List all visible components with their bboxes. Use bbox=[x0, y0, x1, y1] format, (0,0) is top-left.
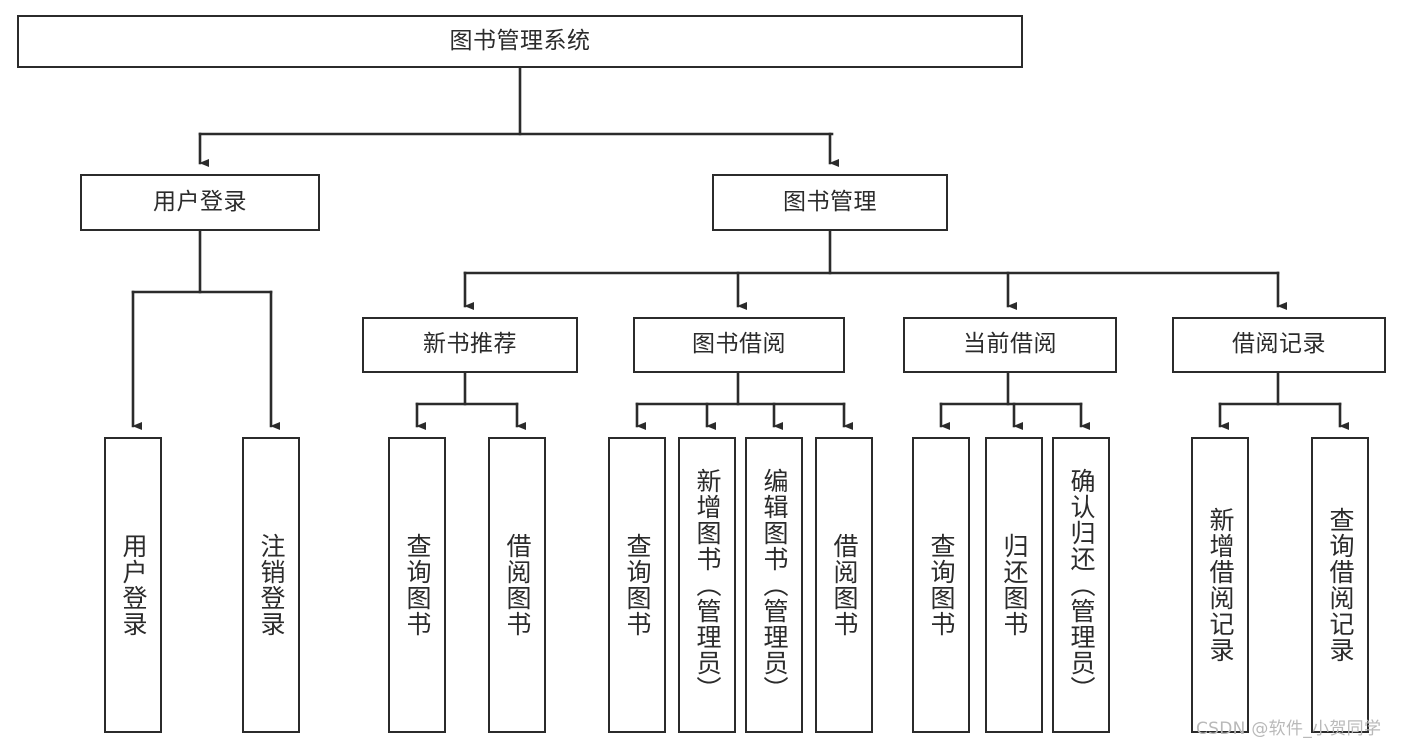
node-leaf-query-book-1-label: 查询图书 bbox=[403, 533, 432, 637]
node-borrow-record-label: 借阅记录 bbox=[1232, 331, 1326, 358]
node-leaf-edit-book-label: 编辑图书（管理员） bbox=[760, 468, 789, 702]
node-leaf-return-book[interactable]: 归还图书 bbox=[985, 437, 1043, 733]
node-leaf-query-record-label: 查询借阅记录 bbox=[1326, 507, 1355, 663]
node-leaf-borrow-book-1-label: 借阅图书 bbox=[503, 533, 532, 637]
watermark-credit: CSDN @软件_小贺同学 bbox=[1196, 719, 1382, 739]
node-book-borrow[interactable]: 图书借阅 bbox=[633, 317, 845, 373]
node-leaf-confirm-return[interactable]: 确认归还（管理员） bbox=[1052, 437, 1110, 733]
node-leaf-edit-book[interactable]: 编辑图书（管理员） bbox=[745, 437, 803, 733]
node-book-borrow-label: 图书借阅 bbox=[692, 331, 786, 358]
node-book-management-label: 图书管理 bbox=[783, 188, 877, 215]
node-leaf-add-record[interactable]: 新增借阅记录 bbox=[1191, 437, 1249, 733]
node-leaf-query-record[interactable]: 查询借阅记录 bbox=[1311, 437, 1369, 733]
node-current-borrow[interactable]: 当前借阅 bbox=[903, 317, 1117, 373]
node-leaf-query-book-3-label: 查询图书 bbox=[927, 533, 956, 637]
node-leaf-query-book-2-label: 查询图书 bbox=[623, 533, 652, 637]
node-leaf-add-book[interactable]: 新增图书（管理员） bbox=[678, 437, 736, 733]
node-leaf-add-book-label: 新增图书（管理员） bbox=[693, 468, 722, 702]
node-leaf-query-book-2[interactable]: 查询图书 bbox=[608, 437, 666, 733]
node-leaf-return-book-label: 归还图书 bbox=[1000, 533, 1029, 637]
node-leaf-query-book-3[interactable]: 查询图书 bbox=[912, 437, 970, 733]
node-new-book-recommend-label: 新书推荐 bbox=[423, 331, 517, 358]
node-book-management[interactable]: 图书管理 bbox=[712, 174, 948, 231]
node-user-login-label: 用户登录 bbox=[153, 188, 247, 215]
node-leaf-user-login-label: 用户登录 bbox=[119, 533, 148, 637]
node-leaf-borrow-book-2-label: 借阅图书 bbox=[830, 533, 859, 637]
node-user-login[interactable]: 用户登录 bbox=[80, 174, 320, 231]
node-leaf-borrow-book-2[interactable]: 借阅图书 bbox=[815, 437, 873, 733]
node-leaf-logout[interactable]: 注销登录 bbox=[242, 437, 300, 733]
node-leaf-confirm-return-label: 确认归还（管理员） bbox=[1067, 468, 1096, 702]
node-new-book-recommend[interactable]: 新书推荐 bbox=[362, 317, 578, 373]
node-leaf-user-login[interactable]: 用户登录 bbox=[104, 437, 162, 733]
node-leaf-borrow-book-1[interactable]: 借阅图书 bbox=[488, 437, 546, 733]
node-borrow-record[interactable]: 借阅记录 bbox=[1172, 317, 1386, 373]
node-root[interactable]: 图书管理系统 bbox=[17, 15, 1023, 68]
node-leaf-logout-label: 注销登录 bbox=[257, 533, 286, 637]
node-root-label: 图书管理系统 bbox=[449, 27, 591, 54]
node-current-borrow-label: 当前借阅 bbox=[963, 331, 1057, 358]
node-leaf-add-record-label: 新增借阅记录 bbox=[1206, 507, 1235, 663]
node-leaf-query-book-1[interactable]: 查询图书 bbox=[388, 437, 446, 733]
